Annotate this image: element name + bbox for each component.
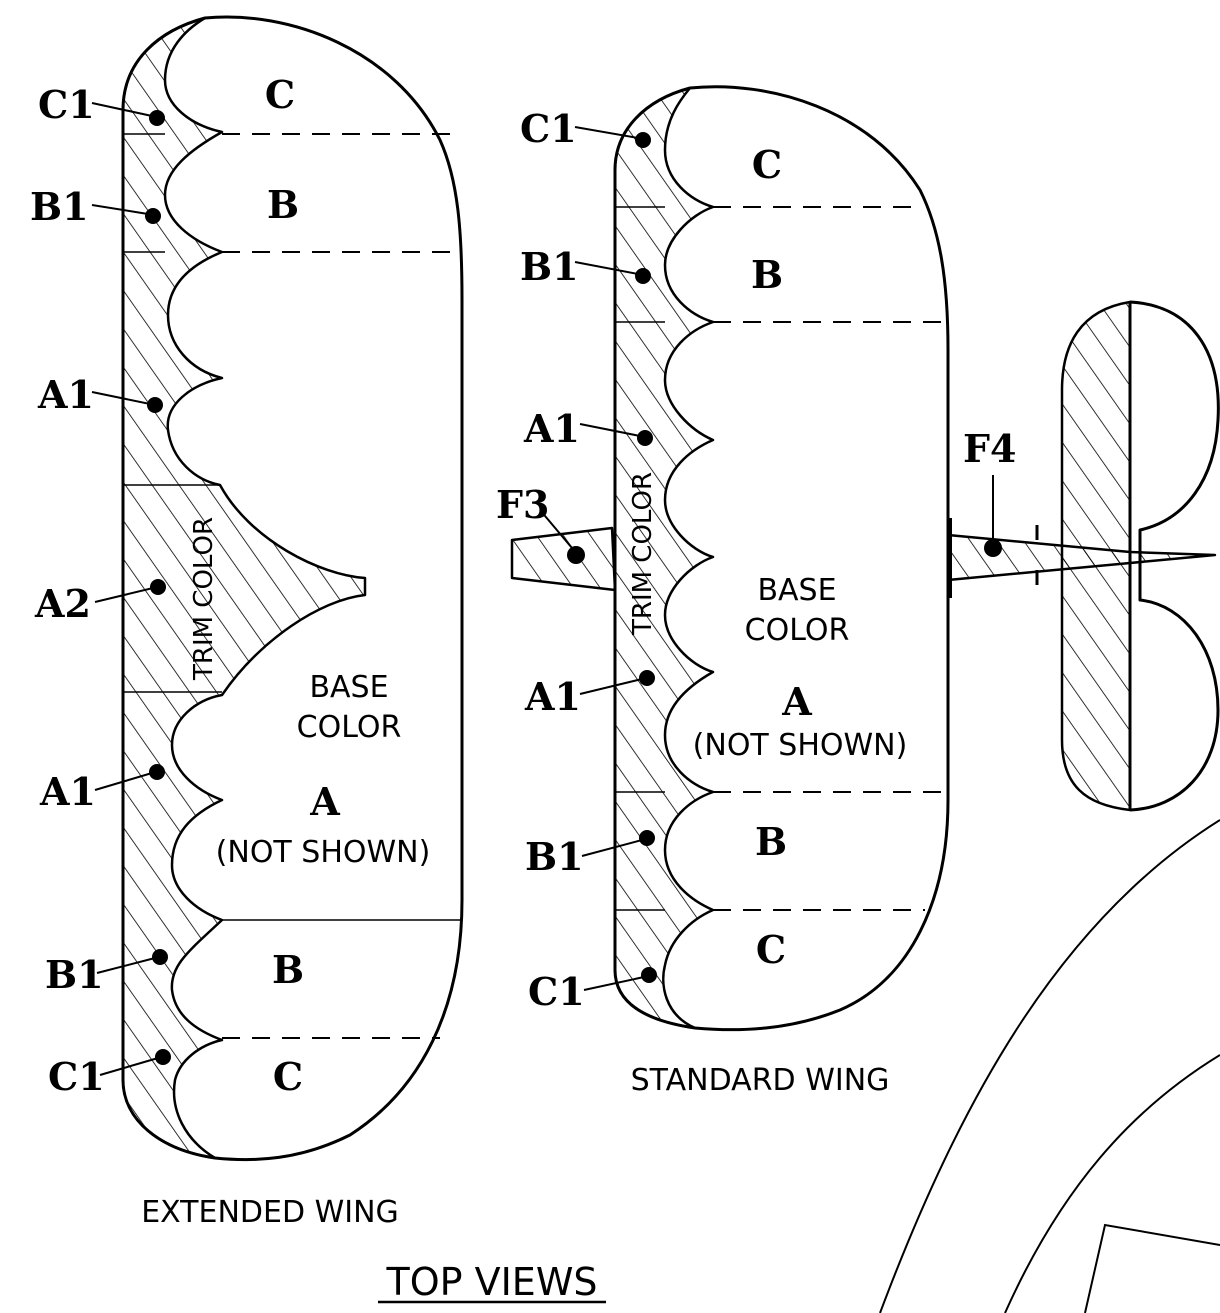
callout-b1: B1	[520, 244, 579, 289]
standard-wing-dot-f3	[567, 546, 585, 564]
base-color-label: COLOR	[745, 613, 850, 648]
leader-line	[583, 976, 645, 991]
tail-dot-f4	[984, 539, 1002, 557]
zone-b: B	[751, 252, 783, 297]
leader-line	[574, 261, 639, 275]
base-color-label: BASE	[757, 573, 836, 608]
trim-color-label: TRIM COLOR	[189, 517, 219, 681]
tail-outline	[1129, 300, 1220, 812]
leader-line	[91, 102, 153, 117]
tail-assembly: F4	[946, 300, 1220, 812]
extended-wing: C1 B1 A1 A2 A1 B1 C1 C B A (NOT SHOWN) B…	[30, 15, 464, 1230]
standard-wing-dot-c1-top	[635, 132, 651, 148]
callout-b1: B1	[525, 834, 584, 879]
extended-wing-outline	[121, 15, 464, 1162]
callout-a1: A1	[37, 372, 94, 417]
callout-a1: A1	[523, 406, 580, 451]
callout-a1: A1	[39, 769, 96, 814]
callout-c1: C1	[38, 82, 95, 127]
standard-wing-f3-stub	[510, 526, 617, 592]
zone-c: C	[265, 72, 295, 117]
section-title: TOP VIEWS	[385, 1260, 597, 1304]
base-color-label: COLOR	[297, 710, 402, 745]
background-box	[1084, 1223, 1220, 1313]
extended-wing-dot-b1-top	[145, 208, 161, 224]
standard-wing-dot-c1-bottom	[641, 967, 657, 983]
leader-line	[96, 957, 156, 974]
leader-line	[99, 1057, 159, 1076]
callout-c1: C1	[528, 969, 585, 1014]
standard-wing-dot-b1-top	[635, 268, 651, 284]
leader-line	[94, 587, 154, 603]
background-outline	[879, 819, 1220, 1313]
extended-wing-trim-band	[121, 16, 367, 1160]
zone-a-note: (NOT SHOWN)	[216, 835, 431, 870]
callout-a2: A2	[34, 581, 91, 626]
leader-line	[581, 839, 643, 857]
zone-b: B	[272, 947, 304, 992]
callout-b1: B1	[45, 952, 104, 997]
leader-line	[574, 126, 639, 139]
zone-c: C	[273, 1054, 303, 1099]
zone-c: C	[752, 142, 782, 187]
extended-wing-dot-a2	[150, 579, 166, 595]
callout-f4: F4	[963, 426, 1016, 471]
leader-line	[579, 423, 641, 437]
standard-wing-trim-band	[613, 86, 715, 1030]
callout-b1: B1	[30, 184, 89, 229]
extended-wing-dot-b1-bottom	[152, 949, 168, 965]
standard-wing-dot-b1-bottom	[639, 830, 655, 846]
callout-c1: C1	[520, 106, 577, 151]
zone-c: C	[756, 927, 786, 972]
callout-f3: F3	[496, 482, 549, 527]
leader-line	[539, 509, 573, 549]
leader-line	[91, 204, 149, 215]
leader-line	[91, 391, 151, 405]
extended-wing-dot-a1-bottom	[149, 764, 165, 780]
extended-wing-dot-c1-bottom	[155, 1049, 171, 1065]
zone-a: A	[781, 679, 812, 724]
standard-wing-dot-a1-bottom	[639, 670, 655, 686]
standard-wing-outline	[613, 85, 950, 1032]
zone-a: A	[309, 779, 340, 824]
leader-line	[579, 678, 643, 695]
trim-color-label: TRIM COLOR	[628, 472, 658, 636]
callout-c1: C1	[48, 1054, 105, 1099]
zone-b: B	[755, 819, 787, 864]
callout-a1: A1	[524, 674, 581, 719]
extended-wing-caption: EXTENDED WING	[141, 1195, 399, 1230]
standard-wing: F3 C1 B1 A1 A1 B1 C1 C B BASE COLOR A (N…	[496, 85, 950, 1098]
background-curve	[879, 819, 1220, 1313]
extended-wing-dot-a1-top	[147, 397, 163, 413]
zone-b: B	[267, 182, 299, 227]
base-color-label: BASE	[309, 670, 388, 705]
leader-line	[94, 772, 153, 791]
zone-a-note: (NOT SHOWN)	[693, 728, 908, 763]
standard-wing-dot-a1-top	[637, 430, 653, 446]
standard-wing-caption: STANDARD WING	[631, 1063, 890, 1098]
extended-wing-dot-c1-top	[149, 110, 165, 126]
background-curve	[1004, 1054, 1220, 1313]
